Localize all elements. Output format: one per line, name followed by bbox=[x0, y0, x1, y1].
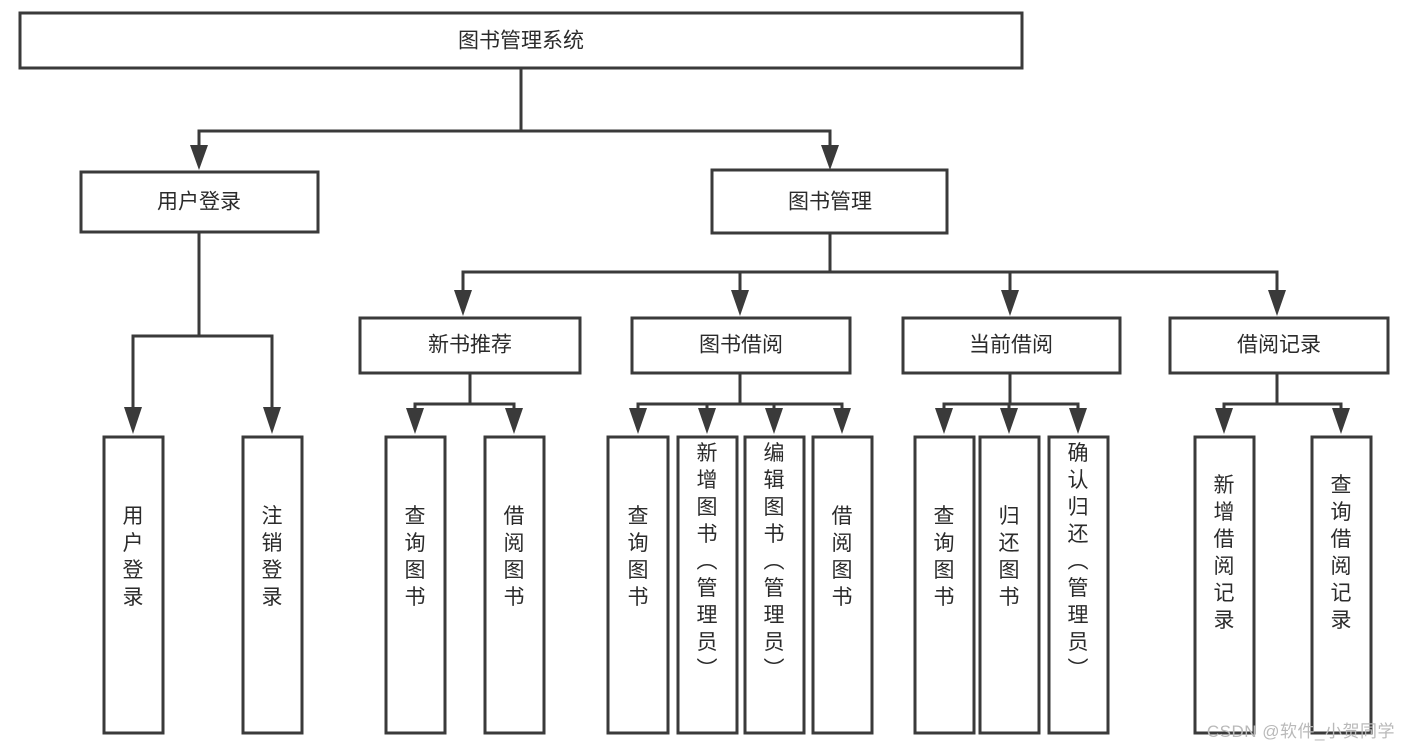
node-borrow-label: 图书借阅 bbox=[699, 334, 783, 357]
arrow-head-leaf5 bbox=[629, 408, 647, 434]
node-login-box[interactable] bbox=[79, 170, 320, 234]
arrow-head-leaf13 bbox=[1332, 408, 1350, 434]
node-leaf10-label: 归还图书 bbox=[999, 505, 1020, 609]
node-leaf10[interactable]: 归还图书 bbox=[978, 435, 1041, 735]
node-leaf10-box[interactable] bbox=[978, 435, 1041, 735]
arrow-head-records bbox=[1268, 290, 1286, 316]
node-leaf8-label: 借阅图书 bbox=[832, 505, 853, 609]
connector-group-bookmgmt bbox=[454, 231, 1286, 316]
arrow-head-borrow bbox=[731, 290, 749, 316]
node-root[interactable]: 图书管理系统 bbox=[18, 11, 1024, 70]
node-leaf4-label: 借阅图书 bbox=[504, 505, 525, 609]
node-newbook-box[interactable] bbox=[358, 316, 582, 375]
connector-group-newbook bbox=[406, 371, 523, 434]
node-leaf2-box[interactable] bbox=[241, 435, 304, 735]
arrow-head-leaf8 bbox=[833, 408, 851, 434]
node-leaf4-box[interactable] bbox=[483, 435, 546, 735]
node-leaf5[interactable]: 查询图书 bbox=[606, 435, 670, 735]
node-newbook-label: 新书推荐 bbox=[428, 334, 512, 357]
connector-group-login bbox=[124, 230, 281, 434]
node-leaf2-label: 注销登录 bbox=[262, 505, 283, 609]
node-leaf4[interactable]: 借阅图书 bbox=[483, 435, 546, 735]
node-leaf13-box[interactable] bbox=[1310, 435, 1373, 735]
arrow-head-leaf9 bbox=[935, 408, 953, 434]
watermark-label: CSDN @软件_小贺同学 bbox=[1206, 722, 1395, 741]
node-login-label: 用户登录 bbox=[157, 191, 241, 214]
node-leaf3-label: 查询图书 bbox=[405, 505, 426, 609]
node-leaf13[interactable]: 查询借阅记录 bbox=[1310, 435, 1373, 735]
node-leaf7[interactable]: 编辑图书︵管理员︶ bbox=[743, 435, 806, 735]
node-leaf12-label: 新增借阅记录 bbox=[1214, 474, 1235, 632]
arrow-head-leaf12 bbox=[1215, 408, 1233, 434]
node-leaf12[interactable]: 新增借阅记录 bbox=[1193, 435, 1256, 735]
node-leaf2[interactable]: 注销登录 bbox=[241, 435, 304, 735]
node-leaf8[interactable]: 借阅图书 bbox=[811, 435, 874, 735]
node-leaf7-box[interactable] bbox=[743, 435, 806, 735]
connector-group-root bbox=[190, 66, 839, 170]
node-login[interactable]: 用户登录 bbox=[79, 170, 320, 234]
node-leaf1-label: 用户登录 bbox=[123, 505, 144, 609]
arrow-head-leaf10 bbox=[1000, 408, 1018, 434]
arrow-head-leaf1 bbox=[124, 407, 142, 434]
node-borrow-box[interactable] bbox=[630, 316, 852, 375]
node-leaf9[interactable]: 查询图书 bbox=[913, 435, 976, 735]
arrow-head-leaf3 bbox=[406, 408, 424, 434]
connector-group-records bbox=[1215, 371, 1350, 434]
node-records-label: 借阅记录 bbox=[1237, 334, 1321, 357]
node-bookmgmt[interactable]: 图书管理 bbox=[710, 168, 949, 235]
node-leaf9-box[interactable] bbox=[913, 435, 976, 735]
arrow-head-leaf11 bbox=[1069, 408, 1087, 434]
node-leaf5-box[interactable] bbox=[606, 435, 670, 735]
arrow-head-bookmgmt bbox=[821, 145, 839, 170]
node-records-box[interactable] bbox=[1168, 316, 1390, 375]
node-leaf6[interactable]: 新增图书︵管理员︶ bbox=[676, 435, 739, 735]
connector-group-borrow bbox=[629, 371, 851, 434]
node-leaf5-label: 查询图书 bbox=[628, 505, 649, 609]
node-leaf11-label: 确认归还︵管理员︶ bbox=[1068, 442, 1089, 681]
arrow-head-leaf4 bbox=[505, 408, 523, 434]
node-leaf7-label: 编辑图书︵管理员︶ bbox=[764, 442, 785, 681]
node-root-box[interactable] bbox=[18, 11, 1024, 70]
arrow-head-leaf6 bbox=[698, 408, 716, 434]
arrow-head-newbook bbox=[454, 290, 472, 316]
node-newbook[interactable]: 新书推荐 bbox=[358, 316, 582, 375]
arrow-head-leaf7 bbox=[765, 408, 783, 434]
node-leaf9-label: 查询图书 bbox=[934, 505, 955, 609]
node-leaf6-box[interactable] bbox=[676, 435, 739, 735]
node-root-label: 图书管理系统 bbox=[458, 30, 584, 53]
node-leaf11-box[interactable] bbox=[1047, 435, 1110, 735]
node-leaf1-box[interactable] bbox=[102, 435, 165, 735]
node-leaf3-box[interactable] bbox=[384, 435, 447, 735]
node-leaf12-box[interactable] bbox=[1193, 435, 1256, 735]
node-bookmgmt-label: 图书管理 bbox=[788, 191, 872, 214]
connector-group-current bbox=[935, 371, 1087, 434]
node-current-label: 当前借阅 bbox=[969, 334, 1053, 357]
node-leaf13-label: 查询借阅记录 bbox=[1331, 474, 1352, 632]
node-leaf11[interactable]: 确认归还︵管理员︶ bbox=[1047, 435, 1110, 735]
arrow-head-login bbox=[190, 145, 208, 170]
node-leaf3[interactable]: 查询图书 bbox=[384, 435, 447, 735]
node-current[interactable]: 当前借阅 bbox=[901, 316, 1122, 375]
node-leaf8-box[interactable] bbox=[811, 435, 874, 735]
arrow-head-leaf2 bbox=[263, 407, 281, 434]
node-leaf1[interactable]: 用户登录 bbox=[102, 435, 165, 735]
node-borrow[interactable]: 图书借阅 bbox=[630, 316, 852, 375]
arrow-head-current bbox=[1001, 290, 1019, 316]
node-records[interactable]: 借阅记录 bbox=[1168, 316, 1390, 375]
node-bookmgmt-box[interactable] bbox=[710, 168, 949, 235]
node-leaf6-label: 新增图书︵管理员︶ bbox=[697, 442, 718, 681]
node-current-box[interactable] bbox=[901, 316, 1122, 375]
